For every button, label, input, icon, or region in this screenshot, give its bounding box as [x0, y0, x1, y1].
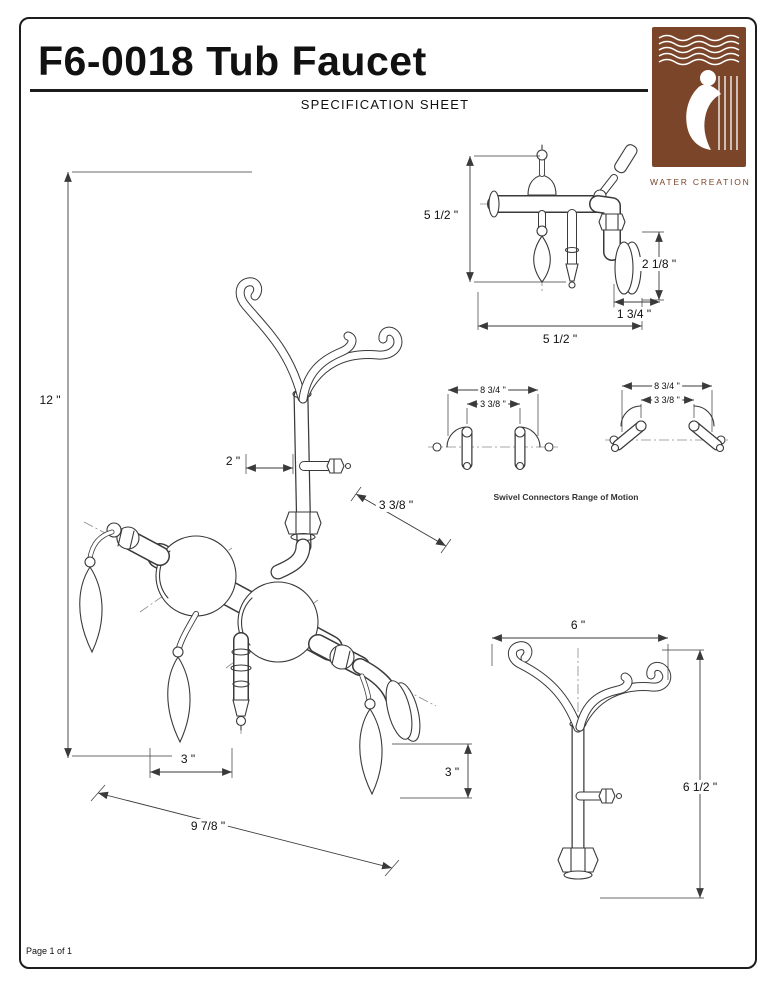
- dim-cradle-height: 6 1/2 ": [679, 780, 721, 794]
- kneeling-figure-icon: [686, 70, 721, 150]
- page-number: Page 1 of 1: [26, 946, 73, 956]
- front-view-drawing: [466, 144, 664, 330]
- dim-front-width: 5 1/2 ": [539, 332, 581, 346]
- dim-front-height: 5 1/2 ": [420, 208, 462, 222]
- page-title: F6-0018 Tub Faucet: [38, 38, 427, 84]
- waves-icon: [658, 34, 740, 66]
- dim-swivel-right-inner: 3 3/8 ": [652, 395, 682, 405]
- dim-main-width: 9 7/8 ": [187, 819, 229, 833]
- header-divider: [30, 89, 648, 92]
- dim-main-handle-left: 3 ": [177, 752, 199, 766]
- dim-main-height: 12 ": [36, 393, 64, 407]
- dim-swivel-left-inner: 3 3/8 ": [478, 399, 508, 409]
- dim-main-spout: 3 3/8 ": [375, 498, 417, 512]
- dim-swivel-left-outer: 8 3/4 ": [478, 385, 508, 395]
- dim-front-wall-depth: 2 1/8 ": [638, 257, 680, 271]
- dim-front-flange: 1 3/4 ": [613, 307, 655, 321]
- swivel-caption: Swivel Connectors Range of Motion: [493, 492, 639, 502]
- page-subtitle: SPECIFICATION SHEET: [300, 97, 470, 112]
- dim-main-handle-right: 3 ": [441, 765, 463, 779]
- dim-swivel-right-outer: 8 3/4 ": [652, 381, 682, 391]
- cradle-view-drawing: [491, 634, 704, 899]
- dim-cradle-width: 6 ": [567, 618, 589, 632]
- harp-strings-icon: [718, 76, 738, 150]
- swivel-diagram-left: [428, 386, 558, 471]
- water-creation-logo-mark: [652, 27, 746, 167]
- swivel-diagram-right: [605, 382, 730, 453]
- water-creation-logo: WATER CREATION: [650, 26, 751, 187]
- main-view-drawing: [64, 171, 472, 877]
- logo-caption: WATER CREATION: [650, 177, 751, 187]
- dim-main-riser-offset: 2 ": [222, 454, 244, 468]
